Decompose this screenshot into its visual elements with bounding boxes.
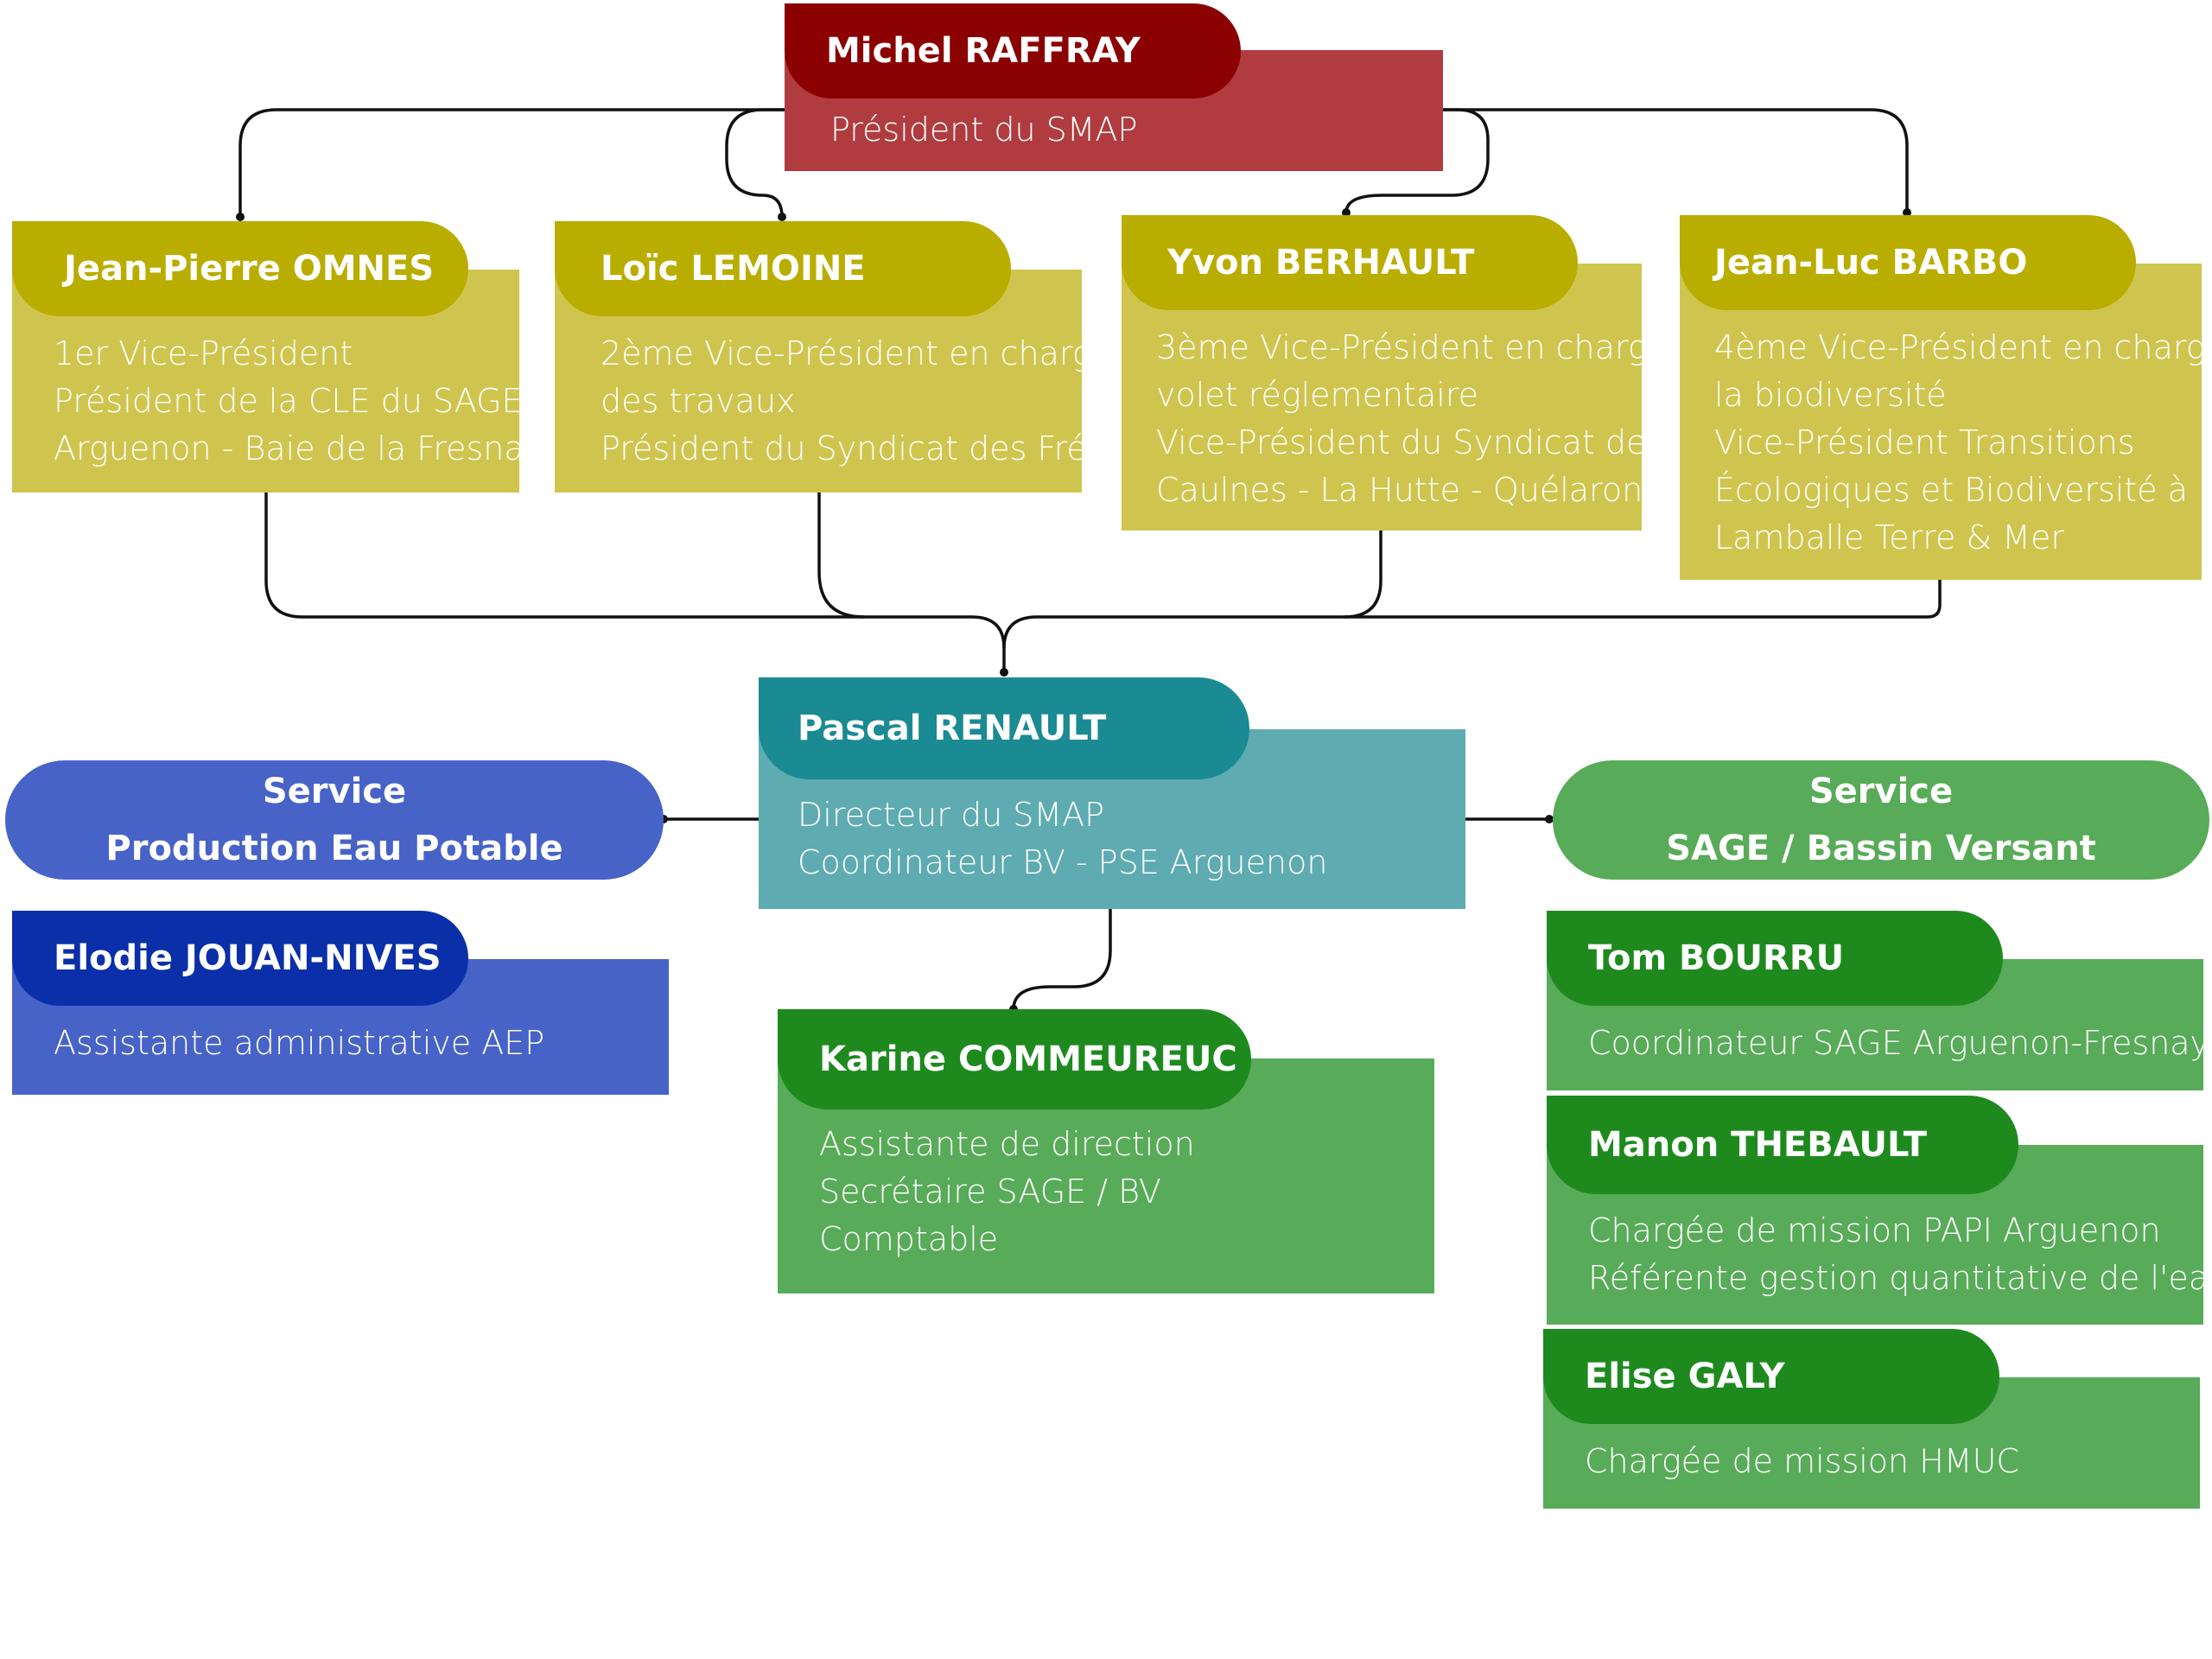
director-role-line: Coordinateur BV - PSE Arguenon xyxy=(798,843,1328,881)
vp-role-line: Caulnes - La Hutte - Quélaron xyxy=(1156,471,1643,509)
service-title-line: Service xyxy=(1808,772,1954,811)
vp-role-line: 2ème Vice-Président en charge xyxy=(601,334,1113,372)
vp-role-line: Lamballe Terre & Mer xyxy=(1714,518,2064,556)
vp-name: Yvon BERHAULT xyxy=(1122,215,1578,310)
director-role-line: Directeur du SMAP xyxy=(798,796,1105,834)
staff-name: Manon THEBAULT xyxy=(1547,1096,2018,1194)
service-production-eau-potable: Service Production Eau Potable xyxy=(5,760,664,880)
vp-role-line: Arguenon - Baie de la Fresnaye xyxy=(54,429,564,467)
vp-role-line: la biodiversité xyxy=(1714,376,1947,414)
staff-role-line: Assistante administrative AEP xyxy=(54,1024,545,1062)
vp-role-line: des travaux xyxy=(601,382,796,420)
service-sage-bassin-versant: Service SAGE / Bassin Versant xyxy=(1553,760,2209,880)
staff-role-line: Chargée de mission PAPI Arguenon xyxy=(1588,1211,2161,1249)
staff-role-line: Assistante de direction xyxy=(819,1125,1195,1163)
vp-role-line: Président du Syndicat des Frémur xyxy=(601,429,1154,467)
staff-role-line: Référente gestion quantitative de l'eau xyxy=(1588,1259,2212,1297)
vp-name: Loïc LEMOINE xyxy=(555,221,1011,316)
staff-role-line: Comptable xyxy=(819,1220,999,1258)
vp-name: Jean-Pierre OMNES xyxy=(12,221,468,316)
service-title-line: Production Eau Potable xyxy=(105,829,563,868)
vp-role-line: 1er Vice-Président xyxy=(54,334,353,372)
staff-name: Karine COMMEUREUC xyxy=(778,1009,1251,1109)
staff-name: Elise GALY xyxy=(1543,1329,1999,1424)
vp-role-line: volet réglementaire xyxy=(1156,376,1478,414)
staff-role-line: Secrétaire SAGE / BV xyxy=(819,1173,1161,1211)
vp-role-line: Écologiques et Biodiversité à xyxy=(1714,471,2188,509)
vp-role-line: Vice-Président Transitions xyxy=(1714,423,2135,461)
staff-role-line: Chargée de mission HMUC xyxy=(1585,1442,2019,1480)
president-name: Michel RAFFRAY xyxy=(785,3,1241,99)
director-name: Pascal RENAULT xyxy=(759,677,1249,779)
vp-role-box: 4ème Vice-Président en charge de la biod… xyxy=(1680,264,2212,580)
staff-role-box: Assistante de direction Secrétaire SAGE … xyxy=(778,1058,1434,1294)
vp-name: Jean-Luc BARBO xyxy=(1680,215,2136,310)
vp-role-line: Président de la CLE du SAGE xyxy=(54,382,523,420)
vp-role-line: Vice-Président du Syndicat de xyxy=(1156,423,1647,461)
vp-role-line: 3ème Vice-Président en charge du xyxy=(1156,328,1720,366)
staff-name: Elodie JOUAN-NIVES xyxy=(12,911,468,1006)
staff-role-line: Coordinateur SAGE Arguenon-Fresnaye xyxy=(1588,1024,2212,1062)
service-title-line: SAGE / Bassin Versant xyxy=(1666,829,2096,868)
service-title-line: Service xyxy=(262,772,407,811)
president-role-line: Président du SMAP xyxy=(830,111,1138,149)
vp-role-line: 4ème Vice-Président en charge de xyxy=(1714,328,2212,366)
staff-name: Tom BOURRU xyxy=(1547,911,2003,1006)
